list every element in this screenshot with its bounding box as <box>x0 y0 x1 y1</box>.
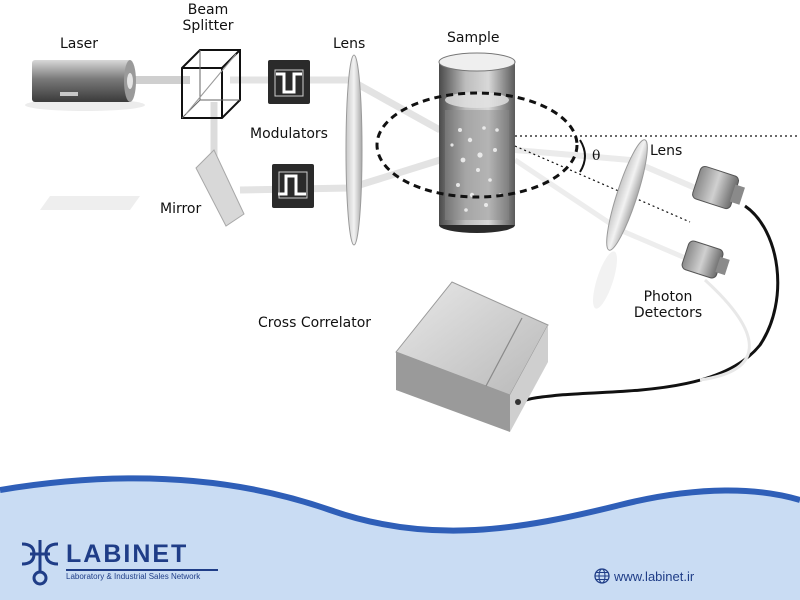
scattering-volume-outline <box>375 91 579 199</box>
photon-detectors-label-line-2: Detectors <box>633 305 703 321</box>
photon-detector-bottom <box>681 240 730 279</box>
lens-2 <box>593 139 648 309</box>
modulator-top <box>268 60 310 104</box>
sample-label: Sample <box>447 30 500 46</box>
modulator-bottom <box>272 164 314 208</box>
photon-detectors-label: Photon Detectors <box>626 289 710 321</box>
lens-1 <box>345 54 363 246</box>
website-url: www.labinet.ir <box>614 568 695 584</box>
lens-1-label: Lens <box>333 36 366 52</box>
website-link[interactable]: www.labinet.ir <box>594 566 694 586</box>
photon-detectors-label-line-1: Photon <box>643 289 693 305</box>
beam-splitter-label-line-2: Splitter <box>182 18 234 34</box>
sample-cuvette <box>438 52 516 233</box>
laser-label: Laser <box>60 36 99 52</box>
cross-correlator <box>395 281 549 432</box>
labinet-logo-icon <box>21 540 59 586</box>
logo-divider <box>66 569 218 571</box>
logo-tagline: Laboratory & Industrial Sales Network <box>66 572 201 581</box>
laser <box>25 60 145 111</box>
beam-splitter-label-line-1: Beam <box>187 2 229 18</box>
beam-splitter <box>181 49 241 119</box>
scattering-lines <box>514 135 800 223</box>
logo-wordmark: LABINET <box>66 540 189 568</box>
mirror <box>40 149 245 227</box>
labinet-logo[interactable]: LABINET Laboratory & Industrial Sales Ne… <box>18 538 218 588</box>
mirror-label: Mirror <box>160 201 202 217</box>
globe-icon <box>594 568 610 584</box>
photon-detector-top <box>692 165 745 210</box>
beam-splitter-label: Beam Splitter <box>176 2 240 34</box>
cross-correlator-label: Cross Correlator <box>258 315 372 331</box>
angle-arc <box>579 139 586 173</box>
theta-label: θ <box>592 148 601 164</box>
lens-2-label: Lens <box>650 143 683 159</box>
modulators-label: Modulators <box>250 126 328 142</box>
dls-setup-illustration <box>25 49 800 432</box>
